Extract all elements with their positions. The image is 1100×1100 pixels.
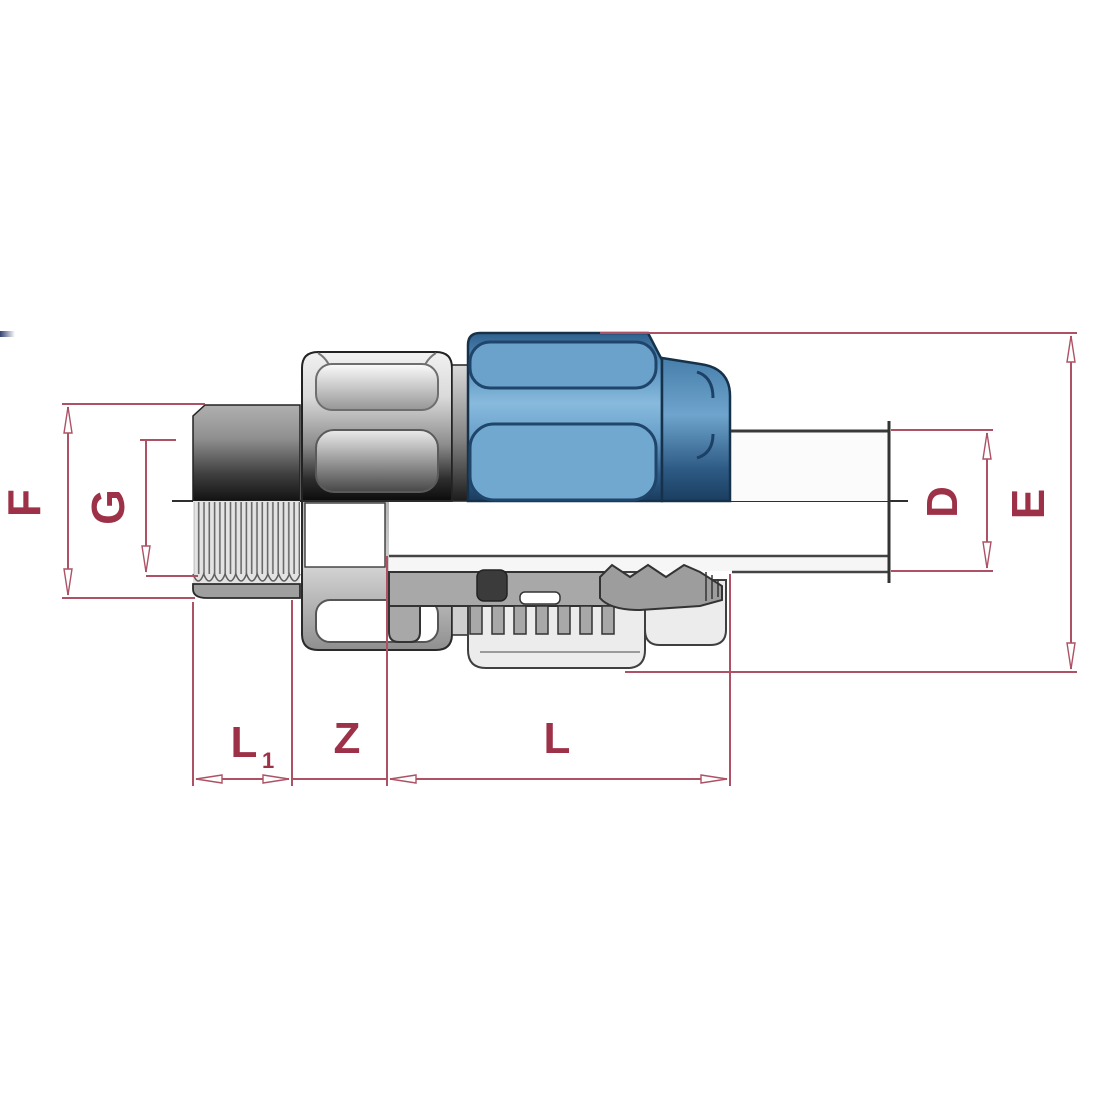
hex-flat-panel-top [315,363,439,411]
dimension-labels: F G D E L 1 Z L [0,486,1054,773]
hex-body-upper [301,351,453,502]
pipe-bottom-wall [389,556,889,571]
bore-cavity [304,502,386,568]
label-E: E [1002,489,1054,520]
dimension-F [62,403,205,599]
insert-left-leg [388,605,421,643]
pipe-upper [730,432,889,501]
insert-comb-teeth [469,605,615,635]
label-F: F [0,489,50,517]
thread-lines [194,502,300,574]
cap-step [660,356,732,503]
label-D: D [918,486,967,518]
threaded-end-lower [192,501,301,599]
grip-ring [599,563,723,612]
o-ring [476,569,508,602]
cap-step-groove-top [696,370,715,399]
label-G: G [82,489,134,525]
cap-step-groove-bottom [696,433,715,460]
label-Z: Z [334,714,361,763]
label-L: L [544,714,571,763]
cap-grip-slot-top [468,340,658,390]
label-L1: L [231,718,258,767]
gripper-body [599,563,723,612]
hex-flat-panel-bottom [315,429,439,493]
cap-grip-slot-bottom [468,422,658,502]
dimension-D [891,429,993,572]
compression-cap [466,331,732,503]
thread-base-band [192,583,301,599]
thread-scallops [192,571,301,582]
dimension-bottom-row [192,556,731,786]
fitting-body [192,331,891,669]
pipe-interior [389,502,889,555]
insert-notch [519,591,561,605]
dimension-lines [62,332,1077,786]
threaded-end-upper [192,404,301,502]
blue-artifact-dash [0,331,15,337]
washer-upper [451,364,469,502]
dimension-G [140,439,198,577]
label-L1-subscript: 1 [262,748,274,773]
dimension-E [600,332,1077,673]
